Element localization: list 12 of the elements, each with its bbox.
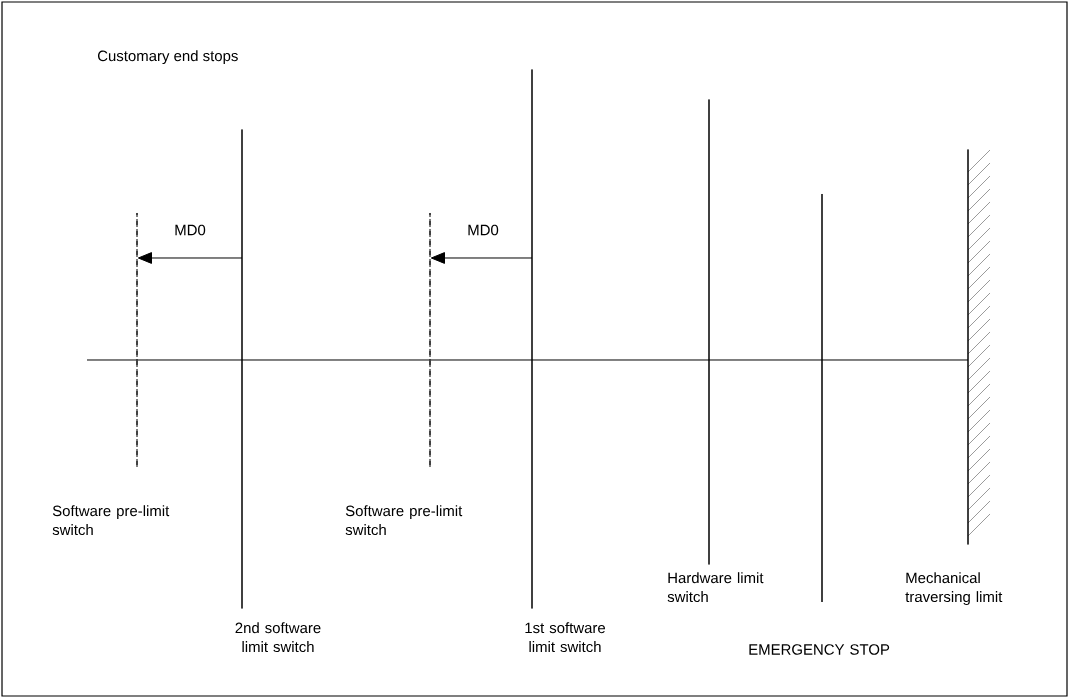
- switch-label: Software pre-limit switch: [52, 505, 170, 536]
- diagram-title: Customary end stops: [97, 50, 238, 65]
- edge-label: MD0: [468, 224, 499, 236]
- switch-label: Mechanical traversing limit: [905, 572, 1003, 606]
- switch-label: Software pre-limit switch: [345, 505, 463, 536]
- switch-label: 1st software limit switch: [525, 622, 605, 653]
- switch-label: Hardware limit switch: [667, 572, 764, 603]
- switch-label: 2nd software limit switch: [235, 622, 321, 653]
- edge-label: MD0: [175, 224, 206, 236]
- switch-label: EMERGENCY STOP: [749, 644, 890, 655]
- arrow: [430, 252, 533, 264]
- arrow: [137, 252, 243, 264]
